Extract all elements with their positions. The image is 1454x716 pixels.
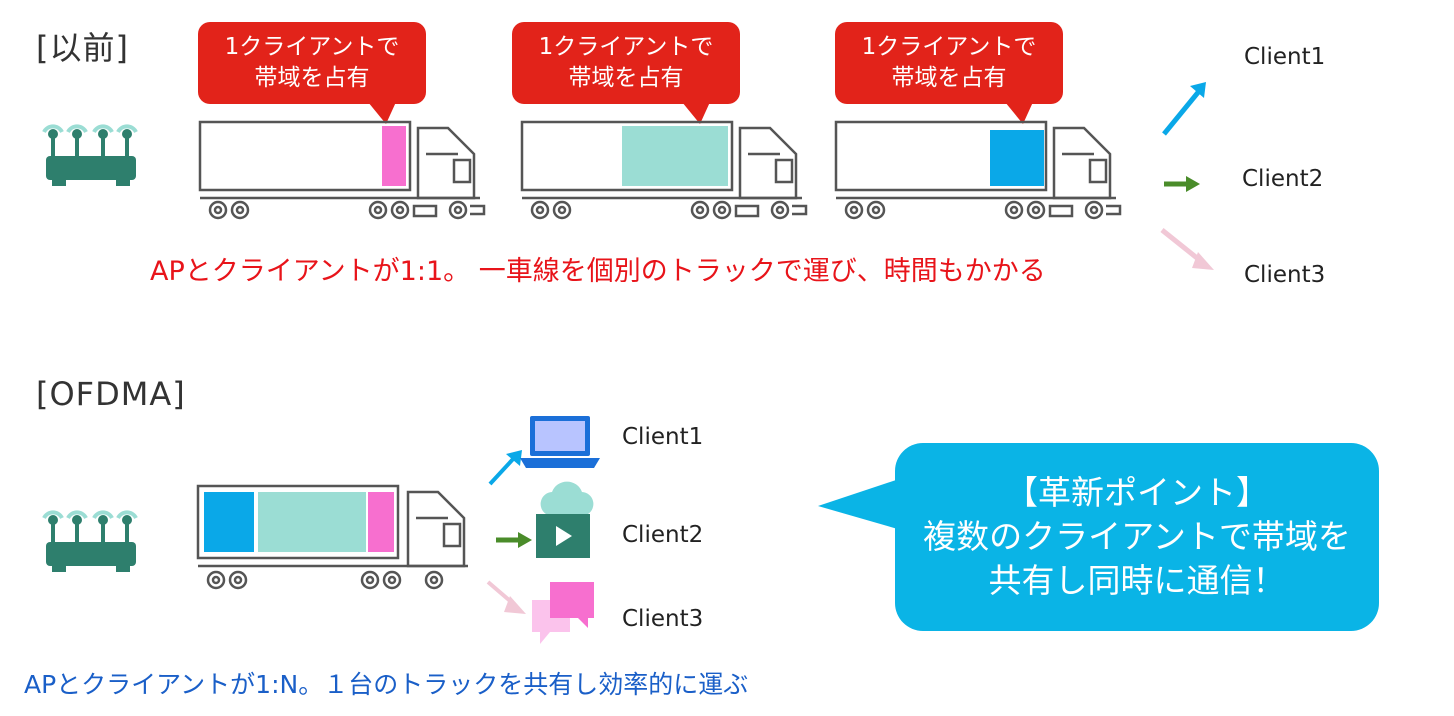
callout-line1: 1クライアントで bbox=[538, 34, 714, 60]
ofdma-section-title: [OFDMA] bbox=[36, 375, 186, 413]
client-label: Client2 bbox=[1242, 166, 1324, 192]
chat-icon bbox=[532, 582, 594, 644]
router-icon bbox=[42, 510, 138, 572]
before-caption: APとクライアントが1:1。 一車線を個別のトラックで運び、時間もかかる bbox=[150, 256, 1046, 287]
before-section-title: [以前] bbox=[36, 29, 129, 67]
router-icon bbox=[42, 124, 138, 186]
callout-line2: 帯域を占有 bbox=[254, 65, 370, 91]
arrow-down-icon bbox=[1160, 228, 1214, 270]
callout-truck-1: 1クライアントで 帯域を占有 bbox=[198, 22, 426, 124]
callout-line2: 帯域を占有 bbox=[568, 65, 684, 91]
arrow-down-icon bbox=[486, 580, 526, 614]
callout-truck-2: 1クライアントで 帯域を占有 bbox=[512, 22, 740, 124]
client-label: Client3 bbox=[1244, 262, 1326, 288]
callout-truck-3: 1クライアントで 帯域を占有 bbox=[835, 22, 1063, 124]
callout-line1: 1クライアントで bbox=[224, 34, 400, 60]
client-label: Client1 bbox=[622, 424, 704, 450]
bubble-line3: 共有し同時に通信！ bbox=[988, 561, 1286, 600]
truck-icon bbox=[520, 120, 808, 220]
ofdma-caption: APとクライアントが1:N。１台のトラックを共有し効率的に運ぶ bbox=[24, 670, 749, 699]
client-label: Client2 bbox=[622, 522, 704, 548]
laptop-icon bbox=[520, 416, 600, 468]
truck-icon bbox=[834, 120, 1122, 220]
client-label: Client3 bbox=[622, 606, 704, 632]
truck-icon bbox=[198, 120, 486, 220]
bubble-line2: 複数のクライアントで帯域を bbox=[923, 517, 1351, 556]
arrow-up-icon bbox=[488, 450, 522, 486]
cloud-video-icon bbox=[536, 481, 594, 558]
bubble-pointer bbox=[818, 476, 908, 532]
arrow-right-icon bbox=[496, 532, 532, 548]
arrow-right-icon bbox=[1164, 176, 1200, 192]
callout-line1: 1クライアントで bbox=[861, 34, 1037, 60]
client-label: Client1 bbox=[1244, 44, 1326, 70]
bubble-line1: 【革新ポイント】 bbox=[1005, 473, 1269, 512]
callout-line2: 帯域を占有 bbox=[891, 65, 1007, 91]
truck-icon bbox=[196, 484, 468, 590]
innovation-callout: 【革新ポイント】 複数のクライアントで帯域を 共有し同時に通信！ bbox=[895, 443, 1379, 631]
arrow-up-icon bbox=[1162, 82, 1206, 136]
